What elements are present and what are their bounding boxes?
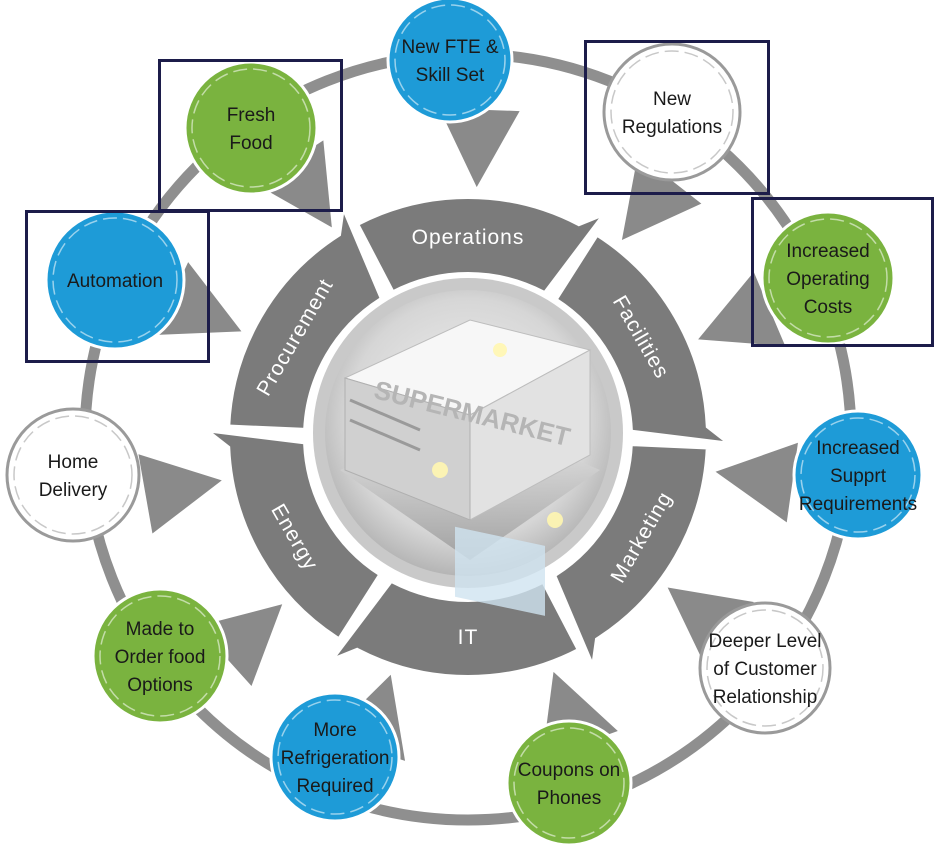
highlight-box-fresh-food: [158, 59, 343, 212]
node-automation: Automation: [44, 209, 186, 351]
node-dashed-ring: [706, 609, 824, 727]
connector-arrow: [255, 140, 332, 228]
highlight-box-new-regulations: [584, 40, 770, 195]
node-circle: [269, 691, 401, 823]
segment-procurement: [226, 199, 388, 432]
connector-arrow: [621, 154, 702, 240]
category-ring: OperationsFacilitiesMarketingITEnergyPro…: [199, 195, 737, 679]
node-label: Deeper Level: [708, 631, 821, 652]
node-dashed-ring: [768, 218, 888, 338]
node-circle: [602, 42, 742, 182]
store-illustration: [340, 319, 600, 616]
node-label: Costs: [804, 297, 853, 318]
node-circle: [792, 409, 924, 541]
node-dashed-ring: [610, 50, 734, 174]
node-dashed-ring: [277, 699, 393, 815]
segment-operations: [354, 195, 611, 303]
node-dashed-ring: [800, 417, 916, 533]
node-label: New: [653, 89, 691, 110]
node-label: Operating: [786, 269, 869, 290]
node-label: More: [313, 720, 356, 741]
segment-energy: [199, 427, 384, 643]
node-label: Food: [229, 133, 272, 154]
node-label: Options: [127, 675, 192, 696]
node-label: of Customer: [713, 659, 817, 680]
outer-nodes: New FTE &Skill SetNewRegulationsIncrease…: [5, 0, 924, 847]
node-new-fte-skill-set: New FTE & Skill Set: [386, 0, 514, 124]
highlight-box-automation: [25, 210, 210, 363]
node-circle: [183, 60, 319, 196]
connector-arrow: [439, 108, 520, 188]
node-dashed-ring: [52, 217, 178, 343]
node-label: Home: [48, 452, 99, 473]
node-circle: [505, 719, 633, 847]
node-label: Regulations: [622, 117, 722, 138]
node-label: Skill Set: [416, 65, 485, 86]
node-label: Relationship: [713, 687, 818, 708]
center-illustration: SUPERMARKET: [313, 278, 623, 616]
node-label: Order food: [115, 647, 206, 668]
node-dashed-ring: [99, 595, 221, 717]
connector-arrow: [138, 454, 222, 534]
node-circle: [91, 587, 229, 725]
node-label: Delivery: [39, 480, 108, 501]
node-label: Made to: [126, 619, 195, 640]
node-dashed-ring: [513, 727, 625, 839]
segment-label-it: IT: [458, 626, 479, 649]
node-circle: [5, 407, 141, 543]
connector-arrow: [698, 272, 786, 347]
node-dashed-ring: [394, 4, 506, 116]
highlight-box-increased-operating-costs: [751, 197, 934, 347]
node-label: Automation: [67, 271, 163, 292]
segment-label-operations: Operations: [412, 226, 525, 249]
node-dashed-ring: [191, 68, 311, 188]
segment-facilities: [552, 231, 737, 447]
segment-marketing: [548, 442, 710, 675]
node-label: Fresh: [227, 105, 276, 126]
node-label: Increased: [816, 438, 899, 459]
connector-arrows: [138, 108, 798, 761]
node-circle: [698, 601, 832, 735]
node-label: Required: [296, 776, 373, 797]
node-coupons-on-phones: Coupons on Phones: [505, 719, 633, 847]
node-label: Refrigeration: [281, 748, 390, 769]
node-label: Requirements: [799, 494, 917, 515]
connector-arrow: [715, 442, 798, 523]
node-label: Phones: [537, 788, 601, 809]
node-circle: [386, 0, 514, 124]
node-label: Supprt: [830, 466, 887, 487]
connector-arrow: [667, 587, 754, 667]
node-label: Coupons on: [518, 760, 620, 781]
node-label: Increased: [786, 241, 869, 262]
node-label: New FTE &: [401, 37, 498, 58]
node-dashed-ring: [13, 415, 133, 535]
connector-arrow: [154, 262, 242, 336]
